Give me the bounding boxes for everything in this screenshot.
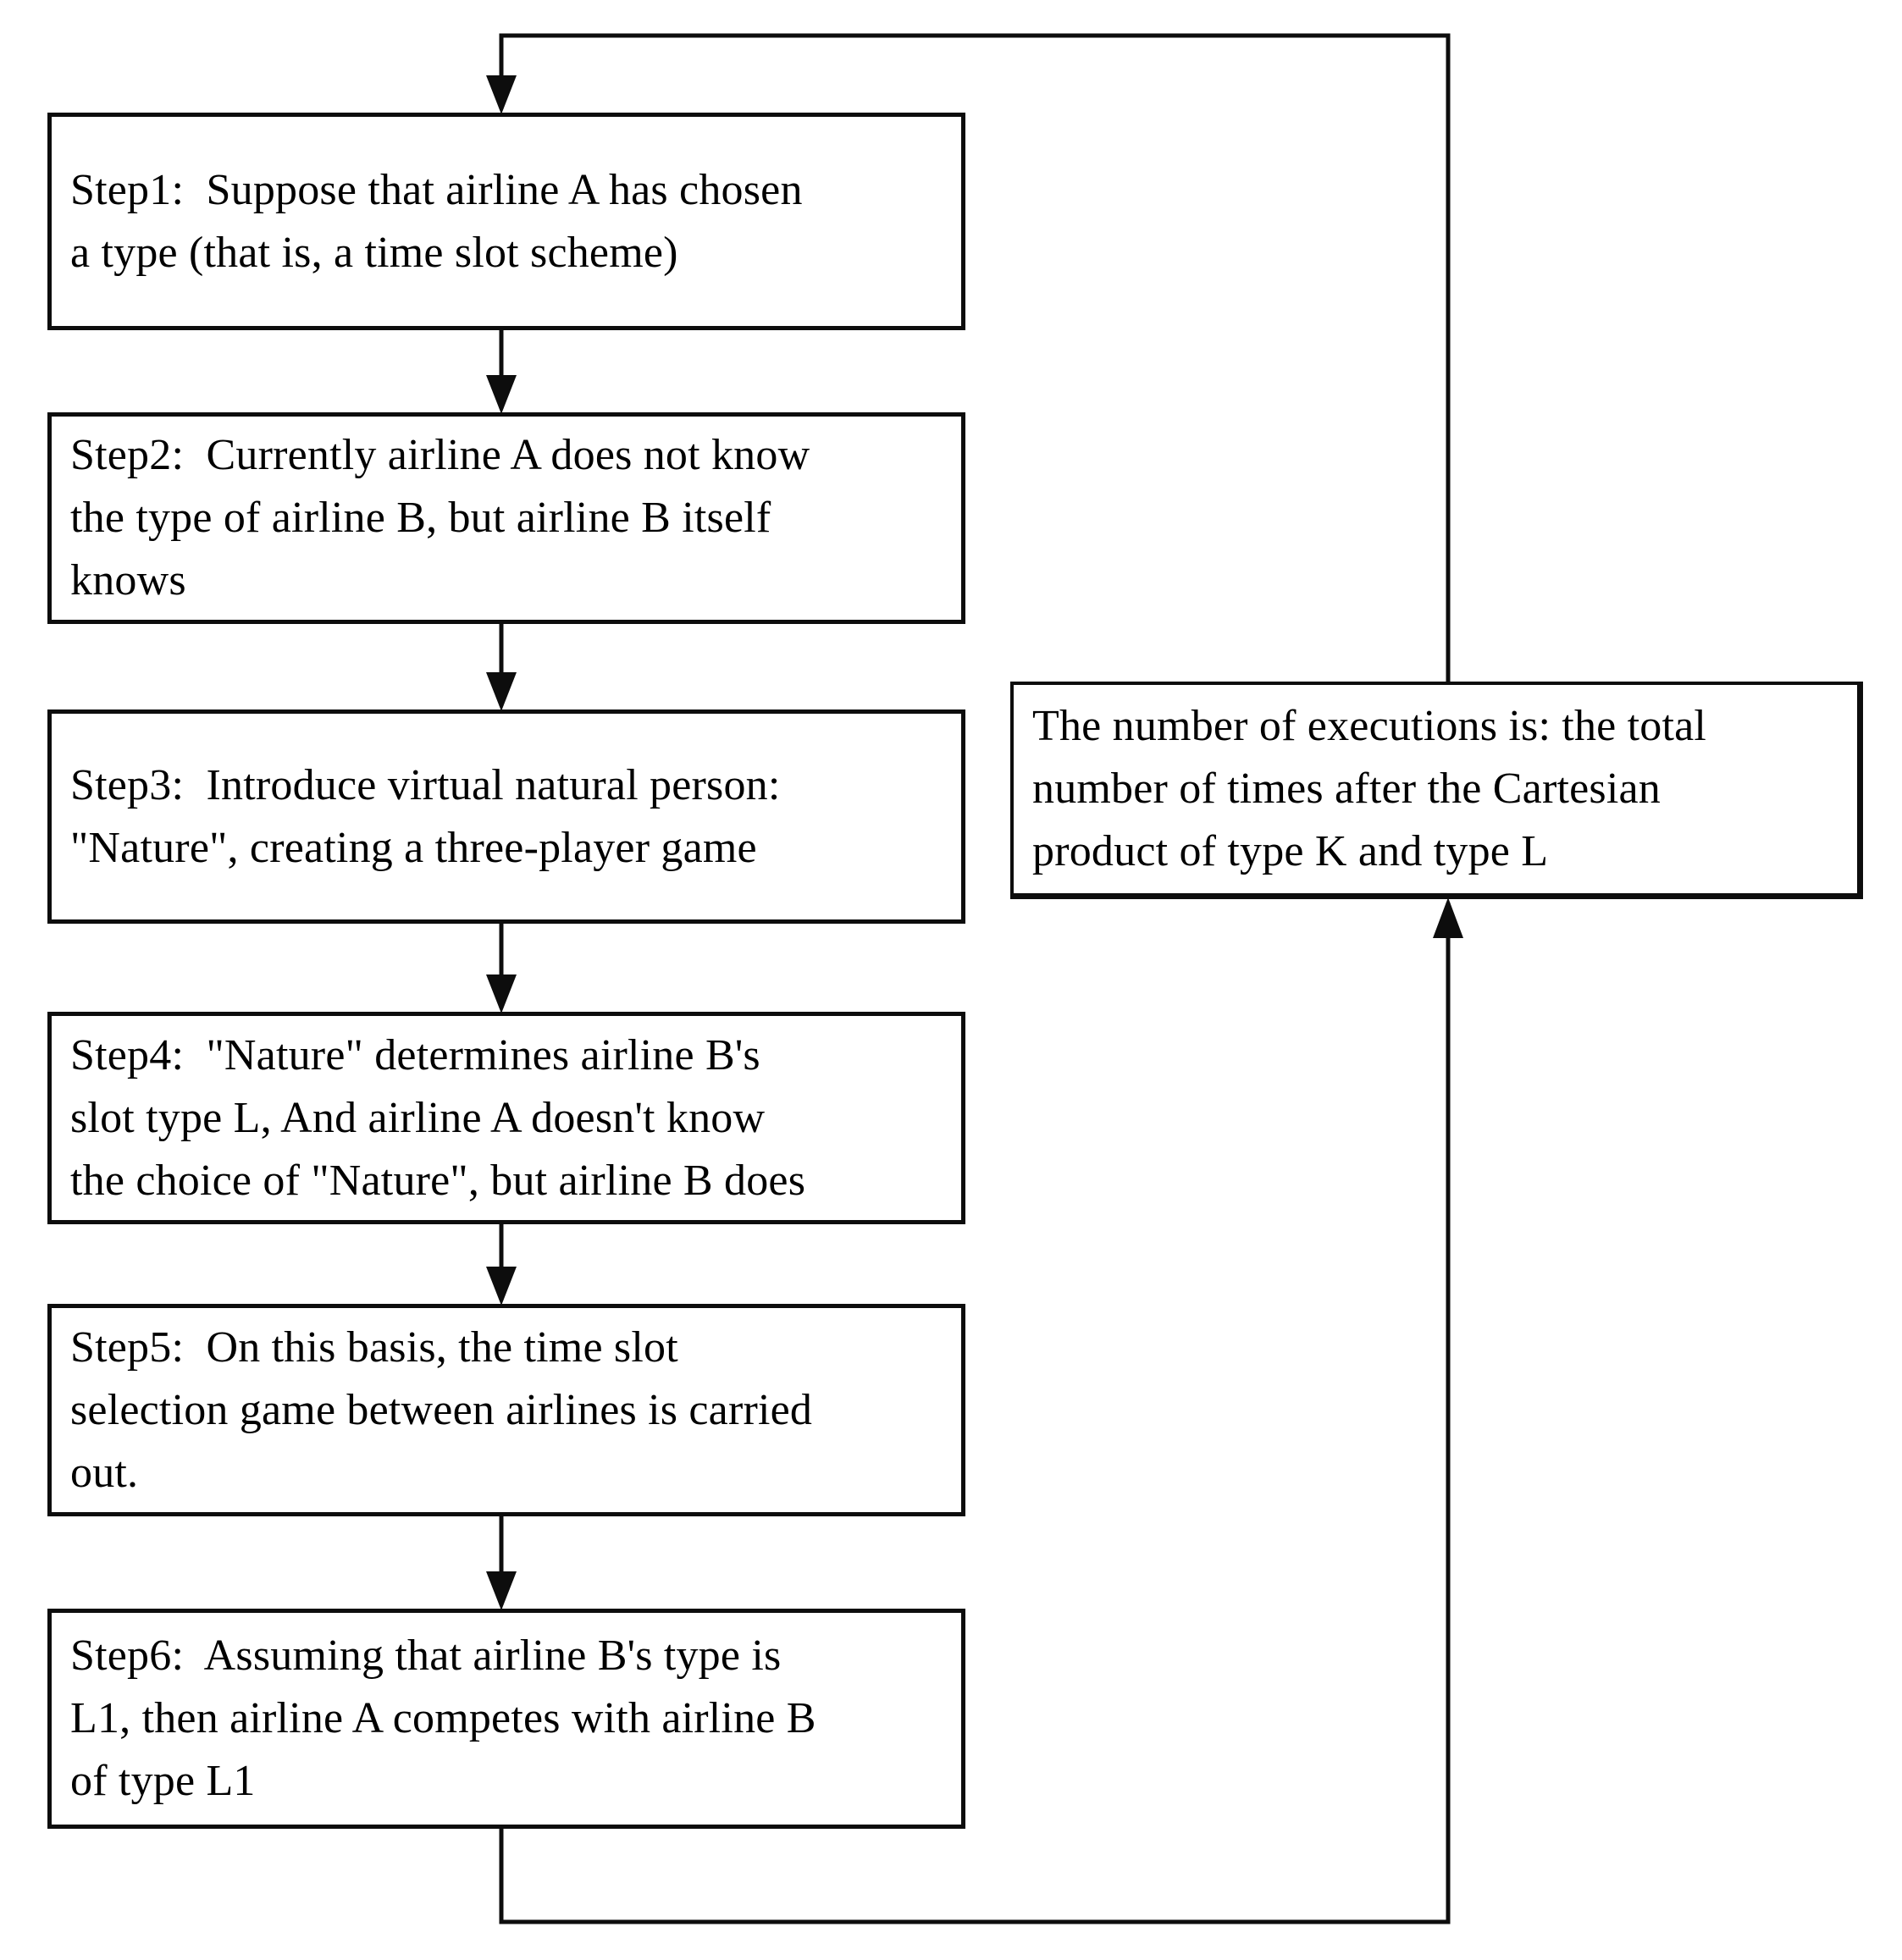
arrowhead-into-executions <box>1433 897 1463 938</box>
step5-text-line: out. <box>70 1448 139 1497</box>
flowchart-node-step2: Step2: Currently airline A does not know… <box>47 412 965 624</box>
step4-text-line: the choice of "Nature", but airline B do… <box>70 1156 806 1205</box>
arrowhead-into-step3 <box>486 672 517 711</box>
loop-right-top-rail <box>499 33 1451 683</box>
step5-text-line: selection game between airlines is carri… <box>70 1385 813 1434</box>
step4-text-line: slot type L, And airline A doesn't know <box>70 1093 766 1142</box>
executions-text-line: product of type K and type L <box>1032 827 1549 875</box>
step4-text-line: Step4: "Nature" determines airline B's <box>70 1030 760 1079</box>
flowchart-node-step3: Step3: Introduce virtual natural person:… <box>47 709 965 924</box>
step3-text-line: "Nature", creating a three-player game <box>70 823 757 872</box>
step1-text-line: a type (that is, a time slot scheme) <box>70 228 678 277</box>
step1-text-line: Step1: Suppose that airline A has chosen <box>70 165 803 214</box>
step2-text-line: the type of airline B, but airline B its… <box>70 494 771 542</box>
loop-bottom-right-rail <box>499 903 1451 1924</box>
flowchart-node-executions-count: The number of executions is: the total n… <box>1010 682 1863 899</box>
step2-text-line: Step2: Currently airline A does not know <box>70 431 810 479</box>
step2-text-line: knows <box>70 556 186 605</box>
executions-text-line: The number of executions is: the total <box>1032 702 1707 750</box>
flowchart-node-step5: Step5: On this basis, the time slot sele… <box>47 1304 965 1516</box>
flowchart-node-step1: Step1: Suppose that airline A has chosen… <box>47 113 965 330</box>
step5-text-line: Step5: On this basis, the time slot <box>70 1322 678 1372</box>
step6-text-line: L1, then airline A competes with airline… <box>70 1694 816 1742</box>
flowchart-node-step6: Step6: Assuming that airline B's type is… <box>47 1609 965 1829</box>
arrowhead-into-step2 <box>486 375 517 414</box>
arrowhead-into-step5 <box>486 1267 517 1306</box>
step6-text-line: Step6: Assuming that airline B's type is <box>70 1631 782 1680</box>
arrowhead-into-step4 <box>486 974 517 1013</box>
arrowhead-into-step6 <box>486 1571 517 1610</box>
step3-text-line: Step3: Introduce virtual natural person: <box>70 760 781 809</box>
step6-text-line: of type L1 <box>70 1757 256 1805</box>
arrowhead-into-step1 <box>486 75 517 114</box>
flowchart-node-step4: Step4: "Nature" determines airline B's s… <box>47 1012 965 1224</box>
executions-text-line: number of times after the Cartesian <box>1032 765 1661 813</box>
